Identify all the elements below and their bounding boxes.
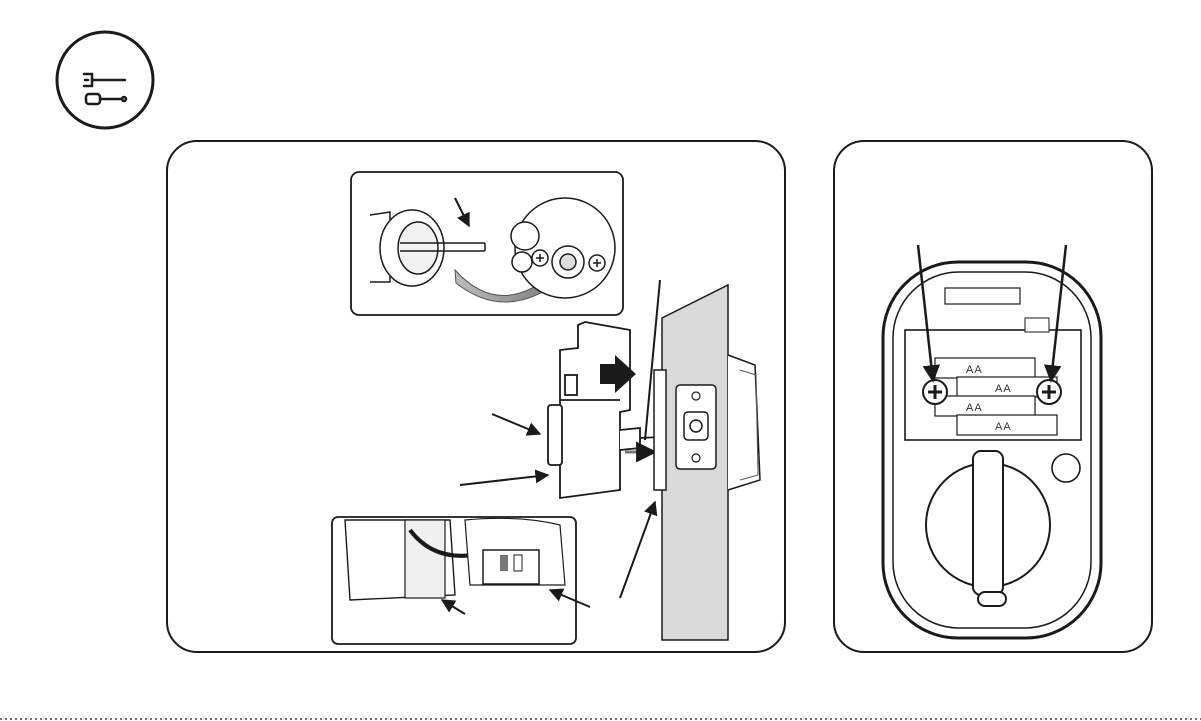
battery-label: AA [966,364,983,376]
battery-label: AA [966,402,983,414]
status-button [1052,454,1080,482]
screw-right-icon [1037,380,1061,404]
battery-label: AA [995,383,1012,395]
screw-left-icon [923,380,947,404]
battery-label: AA [995,421,1012,433]
mounting-plate [483,550,539,584]
inset-adapter-alignment [351,172,623,315]
status-led [978,592,1006,606]
lock-interior-unit: AA AA AA AA [883,262,1101,638]
inset-mounting-plate [332,517,590,644]
tool-badge [57,32,153,128]
